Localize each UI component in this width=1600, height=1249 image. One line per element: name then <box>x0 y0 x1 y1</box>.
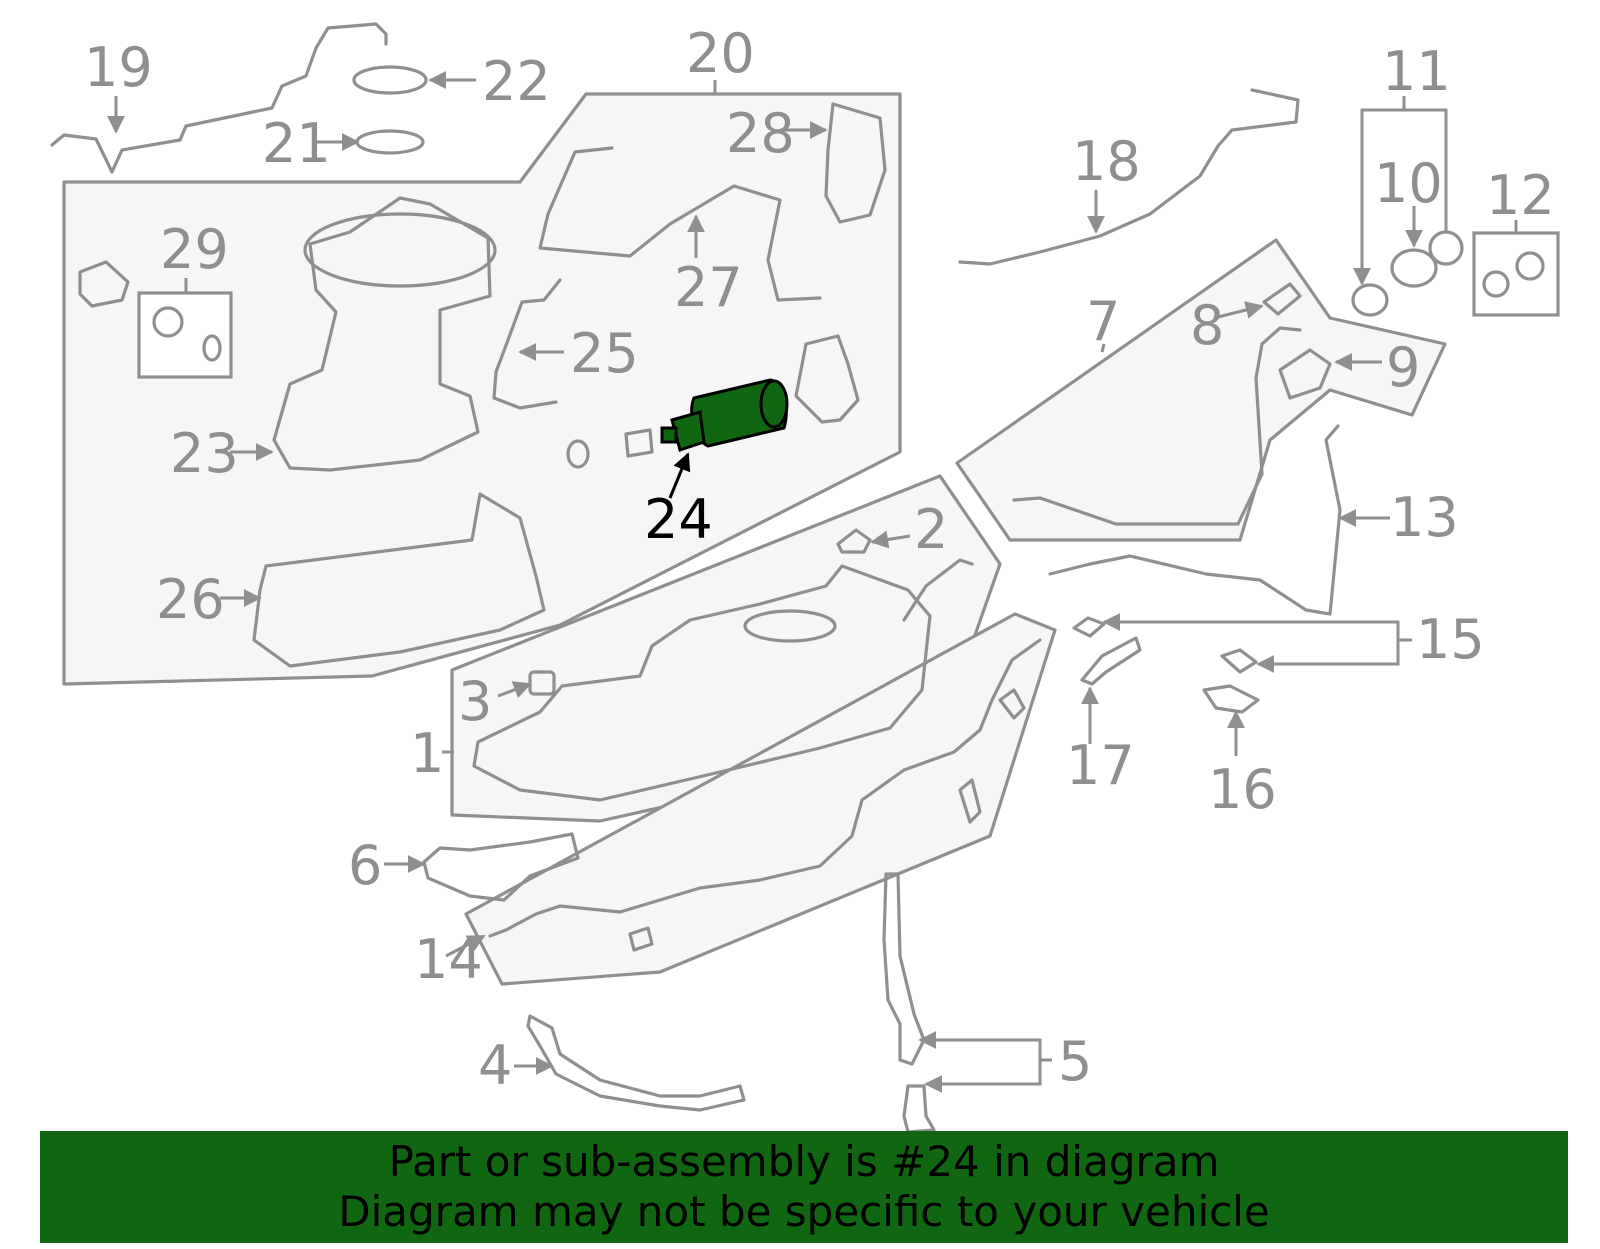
callout-5: 5 <box>1058 1030 1092 1093</box>
part-9-bracket <box>1278 348 1332 400</box>
part-23-module <box>272 196 492 472</box>
part-14-clip-c <box>998 688 1026 720</box>
callout-8: 8 <box>1190 294 1224 357</box>
part-29-seal <box>202 334 222 362</box>
part-27-wiring <box>538 146 822 302</box>
part-2-clip <box>836 528 872 554</box>
callout-29: 29 <box>160 218 229 281</box>
part-29-valve <box>152 306 184 338</box>
part-14-clip-a <box>628 926 654 952</box>
group-12-box <box>1472 231 1560 317</box>
callout-16: 16 <box>1208 758 1277 821</box>
part-22-retainer <box>352 65 428 95</box>
callout-21: 21 <box>262 112 331 175</box>
callout-28: 28 <box>726 102 795 165</box>
part-10-valve <box>1390 248 1438 288</box>
part-clip-left <box>78 260 130 308</box>
callout-23: 23 <box>170 422 239 485</box>
part-7-filler-pipe <box>1012 326 1302 526</box>
part-6-protector <box>422 832 580 902</box>
part-1-filler-neck <box>902 558 974 622</box>
callout-13: 13 <box>1390 486 1459 549</box>
banner-line-disclaimer: Diagram may not be specific to your vehi… <box>338 1187 1270 1236</box>
part-19-vent-line <box>50 22 388 174</box>
callout-14: 14 <box>414 928 483 991</box>
part-23-top <box>303 212 497 288</box>
part-26-base <box>252 492 546 668</box>
part-5-strap <box>882 872 926 1066</box>
callout-7: 7 <box>1086 290 1120 353</box>
info-banner: Part or sub-assembly is #24 in diagram D… <box>40 1131 1568 1243</box>
leader-lines <box>107 71 1518 1093</box>
part-4-strap <box>526 1014 746 1112</box>
part-14-clip-b <box>958 778 982 824</box>
callout-labels: 1 2 3 4 5 6 7 8 9 10 11 12 13 14 15 16 1… <box>84 22 1555 1097</box>
callout-20: 20 <box>686 22 755 85</box>
part-11-seal-b <box>1428 230 1464 266</box>
callout-11: 11 <box>1382 40 1451 103</box>
callout-4: 4 <box>478 1034 512 1097</box>
part-regulator <box>794 334 860 424</box>
callout-25: 25 <box>570 322 639 385</box>
banner-line-part-number: Part or sub-assembly is #24 in diagram <box>388 1137 1220 1186</box>
part-15-clip-a <box>1072 616 1106 638</box>
callout-15: 15 <box>1416 608 1485 671</box>
group-7-filler-pipe <box>955 238 1447 542</box>
group-29-box <box>137 291 233 379</box>
part-15-clip-b <box>1220 648 1258 674</box>
part-17-bracket <box>1080 636 1142 686</box>
part-8-clip <box>1262 282 1302 316</box>
callout-1: 1 <box>410 722 444 785</box>
callout-19: 19 <box>84 36 153 99</box>
callout-27: 27 <box>674 256 743 319</box>
callout-12: 12 <box>1486 164 1555 227</box>
part-11-seal-a <box>1351 283 1389 317</box>
callout-22: 22 <box>482 50 551 113</box>
part-16-clip <box>1202 684 1260 714</box>
part-18-line <box>958 88 1300 266</box>
part-oring <box>566 439 590 469</box>
part-12-seal <box>1482 270 1510 298</box>
part-28-bracket <box>824 102 887 224</box>
part-14-fuel-line <box>488 638 1042 938</box>
part-filter <box>624 428 654 458</box>
part-5-bolt <box>902 1084 936 1134</box>
callout-26: 26 <box>156 568 225 631</box>
part-13-strap <box>1048 424 1342 616</box>
part-25-harness <box>492 278 562 410</box>
callout-10: 10 <box>1374 152 1443 215</box>
part-21-gasket <box>355 129 425 155</box>
part-12-cap <box>1515 251 1545 281</box>
part-1-fuel-tank <box>472 564 932 802</box>
callout-18: 18 <box>1072 130 1141 193</box>
callout-24[interactable]: 24 <box>644 488 713 551</box>
callout-17: 17 <box>1066 734 1135 797</box>
part-1-pump-opening <box>743 609 837 643</box>
callout-2: 2 <box>914 498 948 561</box>
callout-6: 6 <box>348 834 382 897</box>
part-24-fuel-pump[interactable] <box>660 378 789 452</box>
group-20-fuel-pump-module <box>62 80 902 686</box>
callout-9: 9 <box>1386 336 1420 399</box>
callout-3: 3 <box>458 670 492 733</box>
